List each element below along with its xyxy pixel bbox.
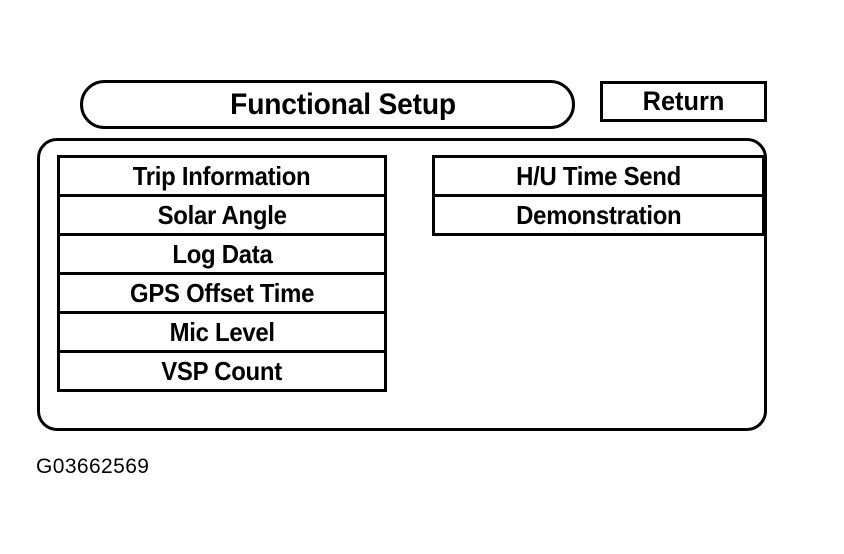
menu-item-label: H/U Time Send: [516, 161, 681, 191]
menu-item-gps-offset-time[interactable]: GPS Offset Time: [57, 272, 387, 314]
menu-item-label: Demonstration: [515, 200, 682, 230]
menu-item-label: VSP Count: [161, 356, 283, 386]
figure-caption: G03662569: [36, 455, 150, 478]
menu-item-demonstration[interactable]: Demonstration: [432, 194, 765, 236]
page-title: Functional Setup: [230, 87, 457, 121]
menu-item-mic-level[interactable]: Mic Level: [57, 311, 387, 353]
menu-item-solar-angle[interactable]: Solar Angle: [57, 194, 387, 236]
return-button-label: Return: [642, 86, 725, 116]
menu-item-label: Solar Angle: [157, 200, 287, 230]
menu-item-trip-information[interactable]: Trip Information: [57, 155, 387, 197]
menu-item-hu-time-send[interactable]: H/U Time Send: [432, 155, 765, 197]
menu-column-left: Trip Information Solar Angle Log Data GP…: [57, 155, 387, 392]
return-button[interactable]: Return: [600, 81, 767, 122]
menu-item-label: GPS Offset Time: [129, 278, 315, 308]
menu-column-right: H/U Time Send Demonstration: [432, 155, 765, 236]
menu-item-label: Log Data: [171, 239, 273, 269]
screen-title-bar: Functional Setup: [80, 80, 575, 129]
menu-item-log-data[interactable]: Log Data: [57, 233, 387, 275]
menu-item-label: Mic Level: [169, 317, 275, 347]
menu-item-vsp-count[interactable]: VSP Count: [57, 350, 387, 392]
menu-item-label: Trip Information: [133, 161, 311, 191]
